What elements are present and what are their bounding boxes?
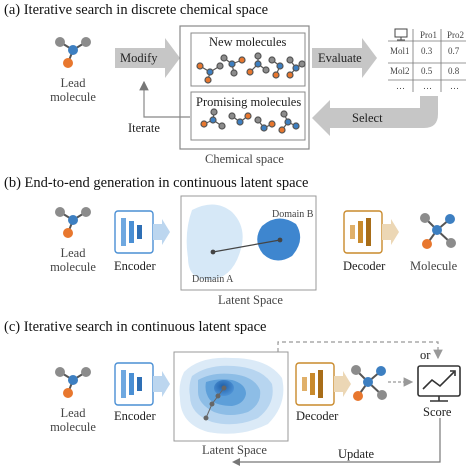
monitor-icon bbox=[394, 28, 408, 41]
output-molecule-b-icon bbox=[420, 213, 456, 249]
latent-path-b bbox=[212, 239, 281, 253]
update-arrowhead bbox=[232, 458, 240, 466]
table-cell: 0.8 bbox=[448, 66, 460, 76]
evaluate-arrow bbox=[312, 38, 377, 78]
select-label: Select bbox=[352, 111, 383, 125]
table-row-name: Mol2 bbox=[390, 66, 410, 76]
encoder-c-icon bbox=[114, 362, 170, 406]
properties-table bbox=[388, 29, 466, 92]
panel-c-title: (c) Iterative search in continuous laten… bbox=[4, 319, 267, 335]
domain-a-region bbox=[186, 204, 243, 280]
lead-molecule-a-icon bbox=[55, 37, 91, 68]
decoder-b-label: Decoder bbox=[343, 259, 386, 273]
table-cell: 0.3 bbox=[421, 46, 433, 56]
lead-molecule-b-label: Lead molecule bbox=[50, 246, 96, 275]
evaluate-label: Evaluate bbox=[318, 51, 362, 65]
iterate-arrow bbox=[139, 80, 190, 118]
select-arrow bbox=[312, 96, 438, 136]
table-cell: 0.5 bbox=[421, 66, 433, 76]
lead-molecule-c-icon bbox=[55, 367, 91, 398]
table-row-name: Mol1 bbox=[390, 46, 410, 56]
iterate-label: Iterate bbox=[128, 121, 160, 135]
latent-end-point bbox=[277, 237, 283, 243]
decoder-c-icon bbox=[295, 362, 351, 406]
table-cell: 0.7 bbox=[448, 46, 460, 56]
update-label: Update bbox=[338, 447, 375, 461]
encoder-b-label: Encoder bbox=[114, 259, 156, 273]
modify-arrow bbox=[115, 38, 180, 78]
molecule-b-label: Molecule bbox=[410, 259, 458, 273]
latent-search-path bbox=[203, 385, 227, 421]
latent-space-b-label: Latent Space bbox=[218, 293, 283, 307]
promising-molecules-icons bbox=[200, 108, 300, 134]
promising-molecules-box bbox=[190, 91, 306, 141]
table-header-pro1: Pro1 bbox=[420, 30, 438, 40]
encoder-b-icon bbox=[114, 210, 170, 254]
domain-b-label: Domain B bbox=[272, 209, 314, 220]
latent-contours bbox=[179, 357, 284, 434]
lead-molecule-b-icon bbox=[55, 207, 91, 238]
table-header-pro2: Pro2 bbox=[447, 30, 465, 40]
panel-a-title: (a) Iterative search in discrete chemica… bbox=[4, 2, 269, 18]
promising-molecules-label: Promising molecules bbox=[196, 95, 302, 109]
dashed-feedback-arrow bbox=[277, 341, 443, 360]
new-molecules-label: New molecules bbox=[209, 35, 287, 49]
table-row-name: … bbox=[396, 81, 405, 91]
domain-a-label: Domain A bbox=[192, 274, 234, 285]
update-arrow bbox=[236, 418, 441, 463]
modify-label: Modify bbox=[120, 51, 158, 65]
panel-b-title: (b) End-to-end generation in continuous … bbox=[4, 175, 309, 191]
decoder-c-label: Decoder bbox=[296, 409, 339, 423]
latent-space-c-label: Latent Space bbox=[202, 443, 267, 457]
or-label: or bbox=[420, 348, 431, 362]
output-molecule-c-icon bbox=[351, 365, 387, 401]
chemical-space-box bbox=[179, 25, 310, 150]
table-cell: … bbox=[450, 81, 459, 91]
new-molecules-icons bbox=[196, 52, 306, 84]
chemical-space-label: Chemical space bbox=[205, 152, 284, 166]
latent-start-point bbox=[210, 249, 216, 255]
table-cell: … bbox=[423, 81, 432, 91]
decoder-b-icon bbox=[343, 210, 399, 254]
lead-molecule-a-label: Lead molecule bbox=[50, 76, 96, 105]
lead-molecule-c-label: Lead molecule bbox=[50, 406, 96, 435]
new-molecules-box bbox=[190, 32, 306, 87]
score-label: Score bbox=[423, 405, 452, 419]
encoder-c-label: Encoder bbox=[114, 409, 156, 423]
score-monitor-icon bbox=[417, 365, 461, 402]
